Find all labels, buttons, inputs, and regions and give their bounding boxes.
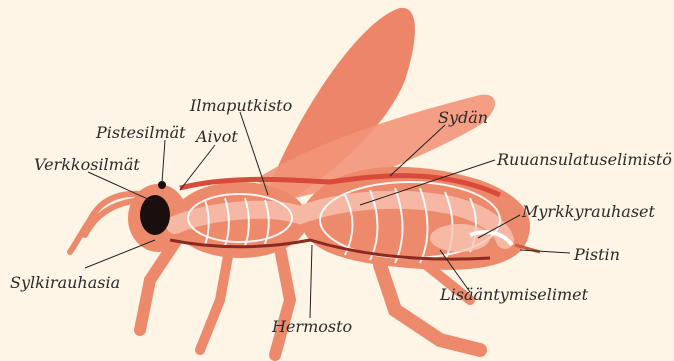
label-ilmaputkisto: Ilmaputkisto	[189, 96, 292, 115]
label-hermosto: Hermosto	[271, 317, 352, 336]
label-verkkosilmat: Verkkosilmät	[34, 155, 140, 174]
label-pistin: Pistin	[573, 245, 620, 264]
reproductive-organs	[430, 224, 490, 252]
label-myrkkyrauhaset: Myrkkyrauhaset	[521, 202, 656, 221]
label-pistesilmat: Pistesilmät	[95, 123, 186, 142]
compound-eye	[140, 195, 170, 235]
label-sylkirauhasia: Sylkirauhasia	[10, 273, 120, 292]
label-lisaantymiselimet: Lisääntymiselimet	[439, 285, 589, 304]
label-sydan: Sydän	[438, 108, 488, 127]
label-aivot: Aivot	[194, 127, 238, 146]
label-ruuansulatuselimisto: Ruuansulatuselimistö	[496, 150, 672, 169]
